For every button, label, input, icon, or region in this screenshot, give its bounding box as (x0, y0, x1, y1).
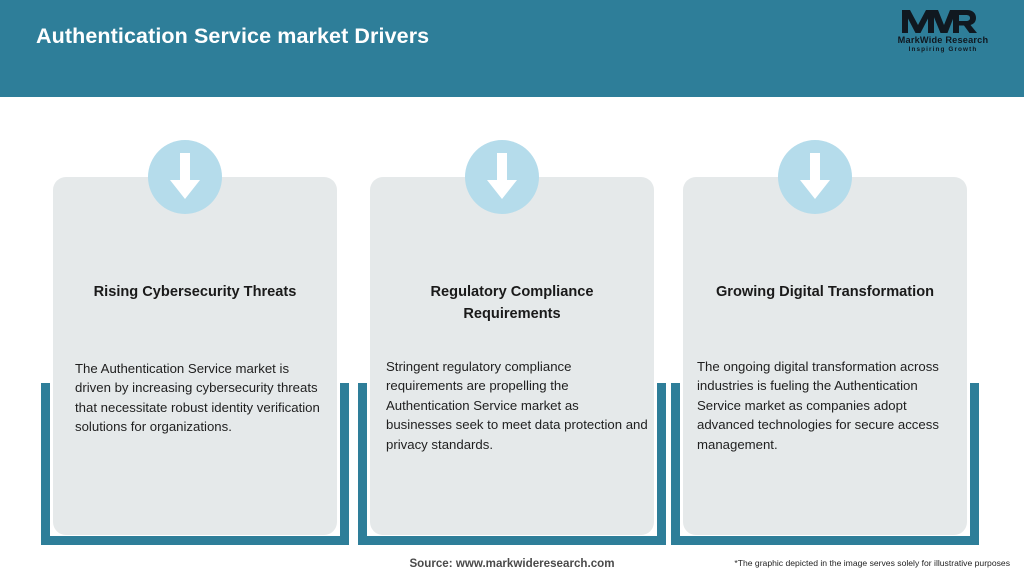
card-surface: Regulatory Compliance Requirements Strin… (370, 177, 654, 535)
card-title: Rising Cybersecurity Threats (93, 284, 297, 300)
source-label: Source: www.markwideresearch.com (409, 557, 615, 570)
arrow-down-glyph (800, 153, 830, 199)
logo: MarkWide Research Inspiring Growth (884, 8, 1002, 62)
card-description: Stringent regulatory compliance requirem… (386, 359, 648, 452)
arrow-down-glyph (170, 153, 200, 199)
card-title: Growing Digital Transformation (715, 284, 935, 300)
arrow-down-glyph (487, 153, 517, 199)
card-frame-right-edge (340, 383, 349, 545)
arrow-down-icon (465, 140, 539, 214)
logo-company-name: MarkWide Research (897, 35, 989, 45)
disclaimer-note: *The graphic depicted in the image serve… (734, 558, 1010, 568)
card-frame-bottom-edge (358, 536, 666, 545)
card-description: The ongoing digital transformation acros… (697, 359, 939, 452)
card-frame-right-edge (657, 383, 666, 545)
mwr-logo-icon (902, 10, 977, 33)
card-frame-left-edge (358, 383, 367, 545)
card-frame-bottom-edge (671, 536, 979, 545)
card-description: The Authentication Service market is dri… (75, 361, 320, 435)
page-title: Authentication Service market Drivers (36, 24, 430, 48)
header-bar: Authentication Service market Drivers Ma… (0, 0, 1024, 97)
driver-card-2[interactable]: Regulatory Compliance Requirements Strin… (358, 140, 678, 550)
card-frame-left-edge (41, 383, 50, 545)
card-frame-left-edge (671, 383, 680, 545)
card-title: Regulatory Compliance Requirements (430, 284, 594, 322)
card-frame-bottom-edge (41, 536, 349, 545)
arrow-down-icon (148, 140, 222, 214)
driver-card-3[interactable]: Growing Digital Transformation The ongoi… (671, 140, 991, 550)
logo-tagline: Inspiring Growth (908, 46, 978, 53)
driver-card-1[interactable]: Rising Cybersecurity Threats The Authent… (41, 140, 361, 550)
card-surface: Growing Digital Transformation The ongoi… (683, 177, 967, 535)
drivers-card-row: Rising Cybersecurity Threats The Authent… (0, 140, 1024, 550)
arrow-down-icon (778, 140, 852, 214)
card-surface: Rising Cybersecurity Threats The Authent… (53, 177, 337, 535)
card-frame-right-edge (970, 383, 979, 545)
